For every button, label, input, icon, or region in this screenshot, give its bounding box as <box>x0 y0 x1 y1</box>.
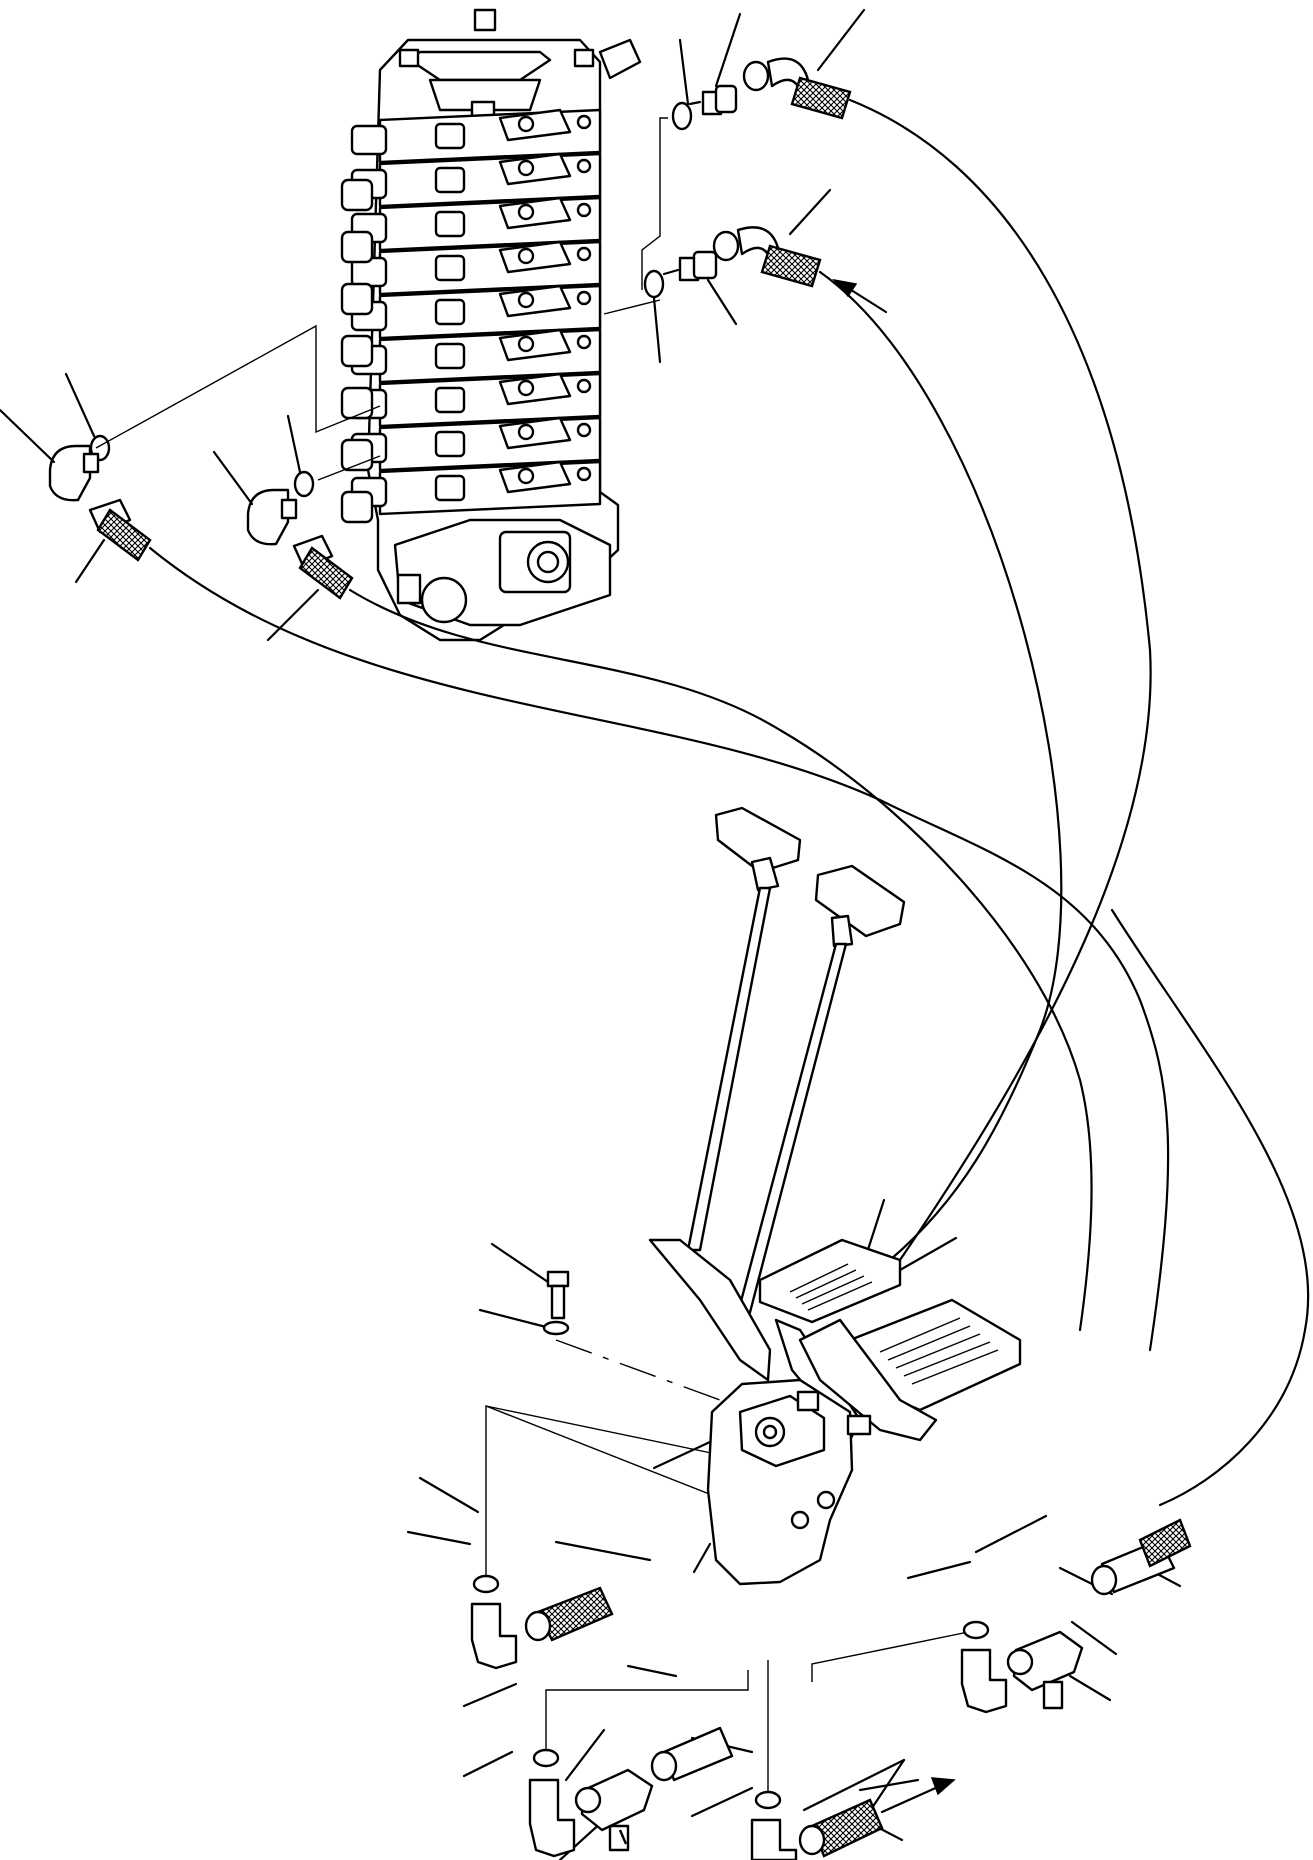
section-cover <box>498 416 572 450</box>
spool-cap <box>434 474 466 502</box>
section-cover <box>498 196 572 230</box>
bolt <box>576 290 592 306</box>
flow-direction-arrow <box>880 1777 956 1814</box>
hose-lines <box>148 98 1310 1507</box>
bolt <box>576 334 592 350</box>
side-spool <box>340 282 374 316</box>
bolt <box>576 114 592 130</box>
valve-section <box>378 416 602 472</box>
o-ring <box>962 1620 990 1640</box>
bolt <box>576 202 592 218</box>
travel-pedal-assembly <box>542 806 1022 1586</box>
section-cover <box>498 372 572 406</box>
valve-section <box>378 460 602 516</box>
port <box>517 291 535 309</box>
bolt <box>576 466 592 482</box>
valve-section <box>378 240 602 296</box>
section-cover <box>498 460 572 494</box>
elbow-fitting <box>48 444 100 502</box>
left-lever-knob <box>714 806 802 874</box>
section-cover <box>498 108 572 142</box>
valve-section <box>378 372 602 428</box>
valve-section <box>378 152 602 208</box>
o-ring <box>293 470 315 498</box>
hose-end <box>88 498 152 562</box>
left-fittings <box>48 434 354 600</box>
port <box>517 159 535 177</box>
o-ring <box>643 269 665 299</box>
bolt <box>576 422 592 438</box>
side-spool <box>340 178 374 212</box>
spool-cap <box>434 166 466 194</box>
lower-right-fittings <box>960 1518 1192 1714</box>
o-ring <box>532 1748 560 1768</box>
valve-section <box>378 328 602 384</box>
port <box>517 115 535 133</box>
control-valve-assembly <box>340 8 642 642</box>
side-spool <box>340 386 374 420</box>
section-cover <box>498 240 572 274</box>
port <box>517 423 535 441</box>
spool-cap <box>434 298 466 326</box>
right-lever-knob <box>814 864 906 938</box>
port <box>517 203 535 221</box>
spool-cap <box>434 210 466 238</box>
valve-section <box>378 196 602 252</box>
bolt <box>576 158 592 174</box>
section-cover <box>498 284 572 318</box>
elbow-fitting <box>246 488 298 546</box>
hose-end <box>292 534 354 600</box>
port <box>517 467 535 485</box>
o-ring <box>472 1574 500 1594</box>
side-spool <box>340 490 374 524</box>
valve-section <box>378 284 602 340</box>
spool-cap <box>350 124 388 156</box>
adapter-fitting <box>662 250 718 282</box>
section-cover <box>498 328 572 362</box>
side-spool <box>340 230 374 264</box>
valve-section <box>378 108 602 164</box>
hose-elbow-upper <box>742 57 852 120</box>
spool-cap <box>434 386 466 414</box>
adapter-fitting <box>688 84 738 116</box>
bolt <box>576 378 592 394</box>
side-spool <box>340 334 374 368</box>
port <box>517 247 535 265</box>
lower-left-fittings <box>470 1574 956 1860</box>
bolt <box>576 246 592 262</box>
section-cover <box>498 152 572 186</box>
spool-cap <box>434 430 466 458</box>
spool-cap <box>434 342 466 370</box>
spool-cap <box>434 122 466 150</box>
left-pedal-plate <box>758 1238 902 1324</box>
spool-cap <box>434 254 466 282</box>
mounting-bolt <box>542 1270 570 1336</box>
upper-fittings <box>643 57 888 314</box>
hose-elbow-mid <box>712 226 822 288</box>
o-ring <box>671 101 693 131</box>
port <box>517 335 535 353</box>
port <box>517 379 535 397</box>
o-ring <box>754 1790 782 1810</box>
